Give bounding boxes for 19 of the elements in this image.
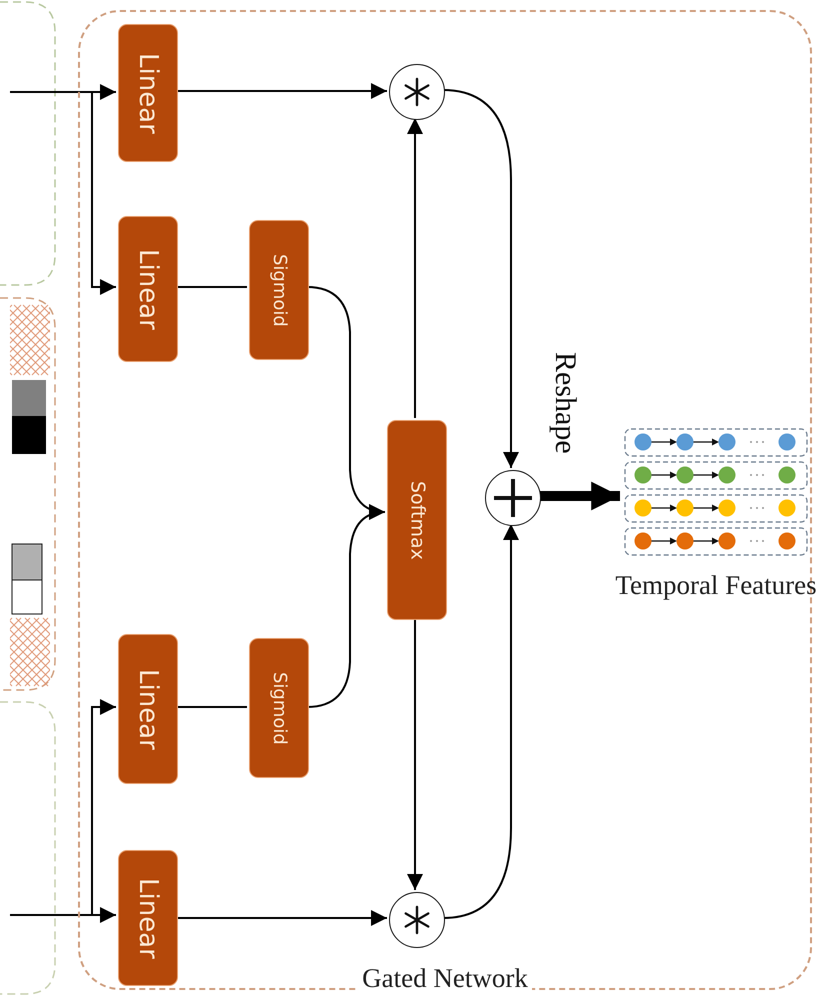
arrow [10,91,116,295]
edge-label: Reshape [550,352,580,454]
layer-block: Softmax [387,420,447,620]
thick-arrow [539,482,620,510]
arrow [407,118,423,418]
arrow [10,907,116,923]
arrow [442,524,519,919]
layer-block: Sigmoid [249,638,309,778]
feature-caption: Temporal Features [615,570,817,601]
layer-block: Linear [118,634,178,784]
arrow [176,910,387,926]
arrow [442,89,519,468]
arrow [407,618,423,890]
layer-block: Linear [118,850,178,986]
layer-block: Linear [118,24,178,162]
layer-block: Sigmoid [249,220,309,360]
layer-block: Linear [118,216,178,362]
arrow [176,83,387,99]
arrow [306,504,386,708]
